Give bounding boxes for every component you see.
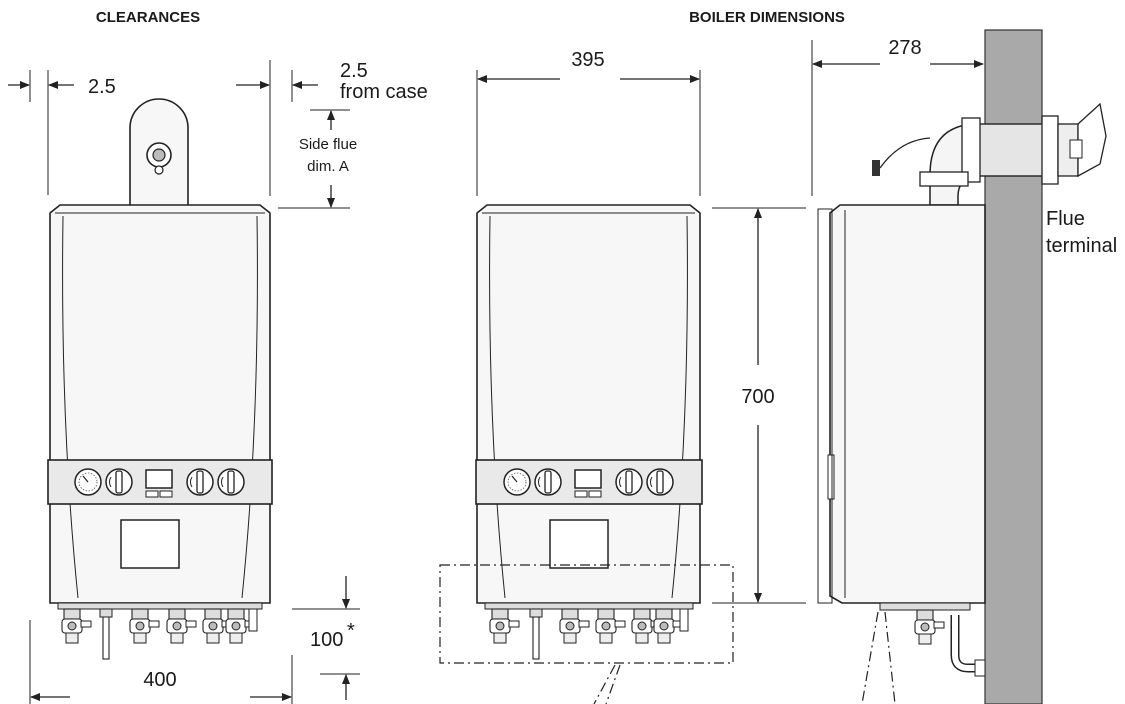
clearance-side-left-label: 2.5 bbox=[88, 76, 116, 98]
clearance-side-right-label: 2.5 bbox=[340, 60, 368, 82]
flue-terminal-label-2: terminal bbox=[1046, 235, 1117, 257]
side-flue-dim-label: dim. A bbox=[307, 158, 349, 175]
dimension-width-label: 395 bbox=[571, 49, 604, 71]
clearance-dimension-lines bbox=[8, 60, 360, 704]
dimensions-front-view bbox=[439, 204, 734, 704]
clearance-bottom-marker: * bbox=[347, 620, 355, 642]
side-flue-label: Side flue bbox=[299, 136, 357, 153]
clearances-front-view bbox=[47, 98, 273, 660]
clearance-bottom-label: 100 bbox=[310, 629, 343, 651]
clearance-width-label: 400 bbox=[143, 669, 176, 691]
dimension-height-label: 700 bbox=[741, 386, 774, 408]
dimensions-side-view bbox=[817, 29, 1107, 704]
clearance-from-case-label: from case bbox=[340, 81, 428, 103]
boiler-dimensions-title: BOILER DIMENSIONS bbox=[689, 9, 845, 26]
flue-terminal-label: Flue bbox=[1046, 208, 1085, 230]
dimension-depth-label: 278 bbox=[888, 37, 921, 59]
clearances-title: CLEARANCES bbox=[96, 9, 200, 26]
boiler-dimension-lines bbox=[476, 40, 984, 604]
